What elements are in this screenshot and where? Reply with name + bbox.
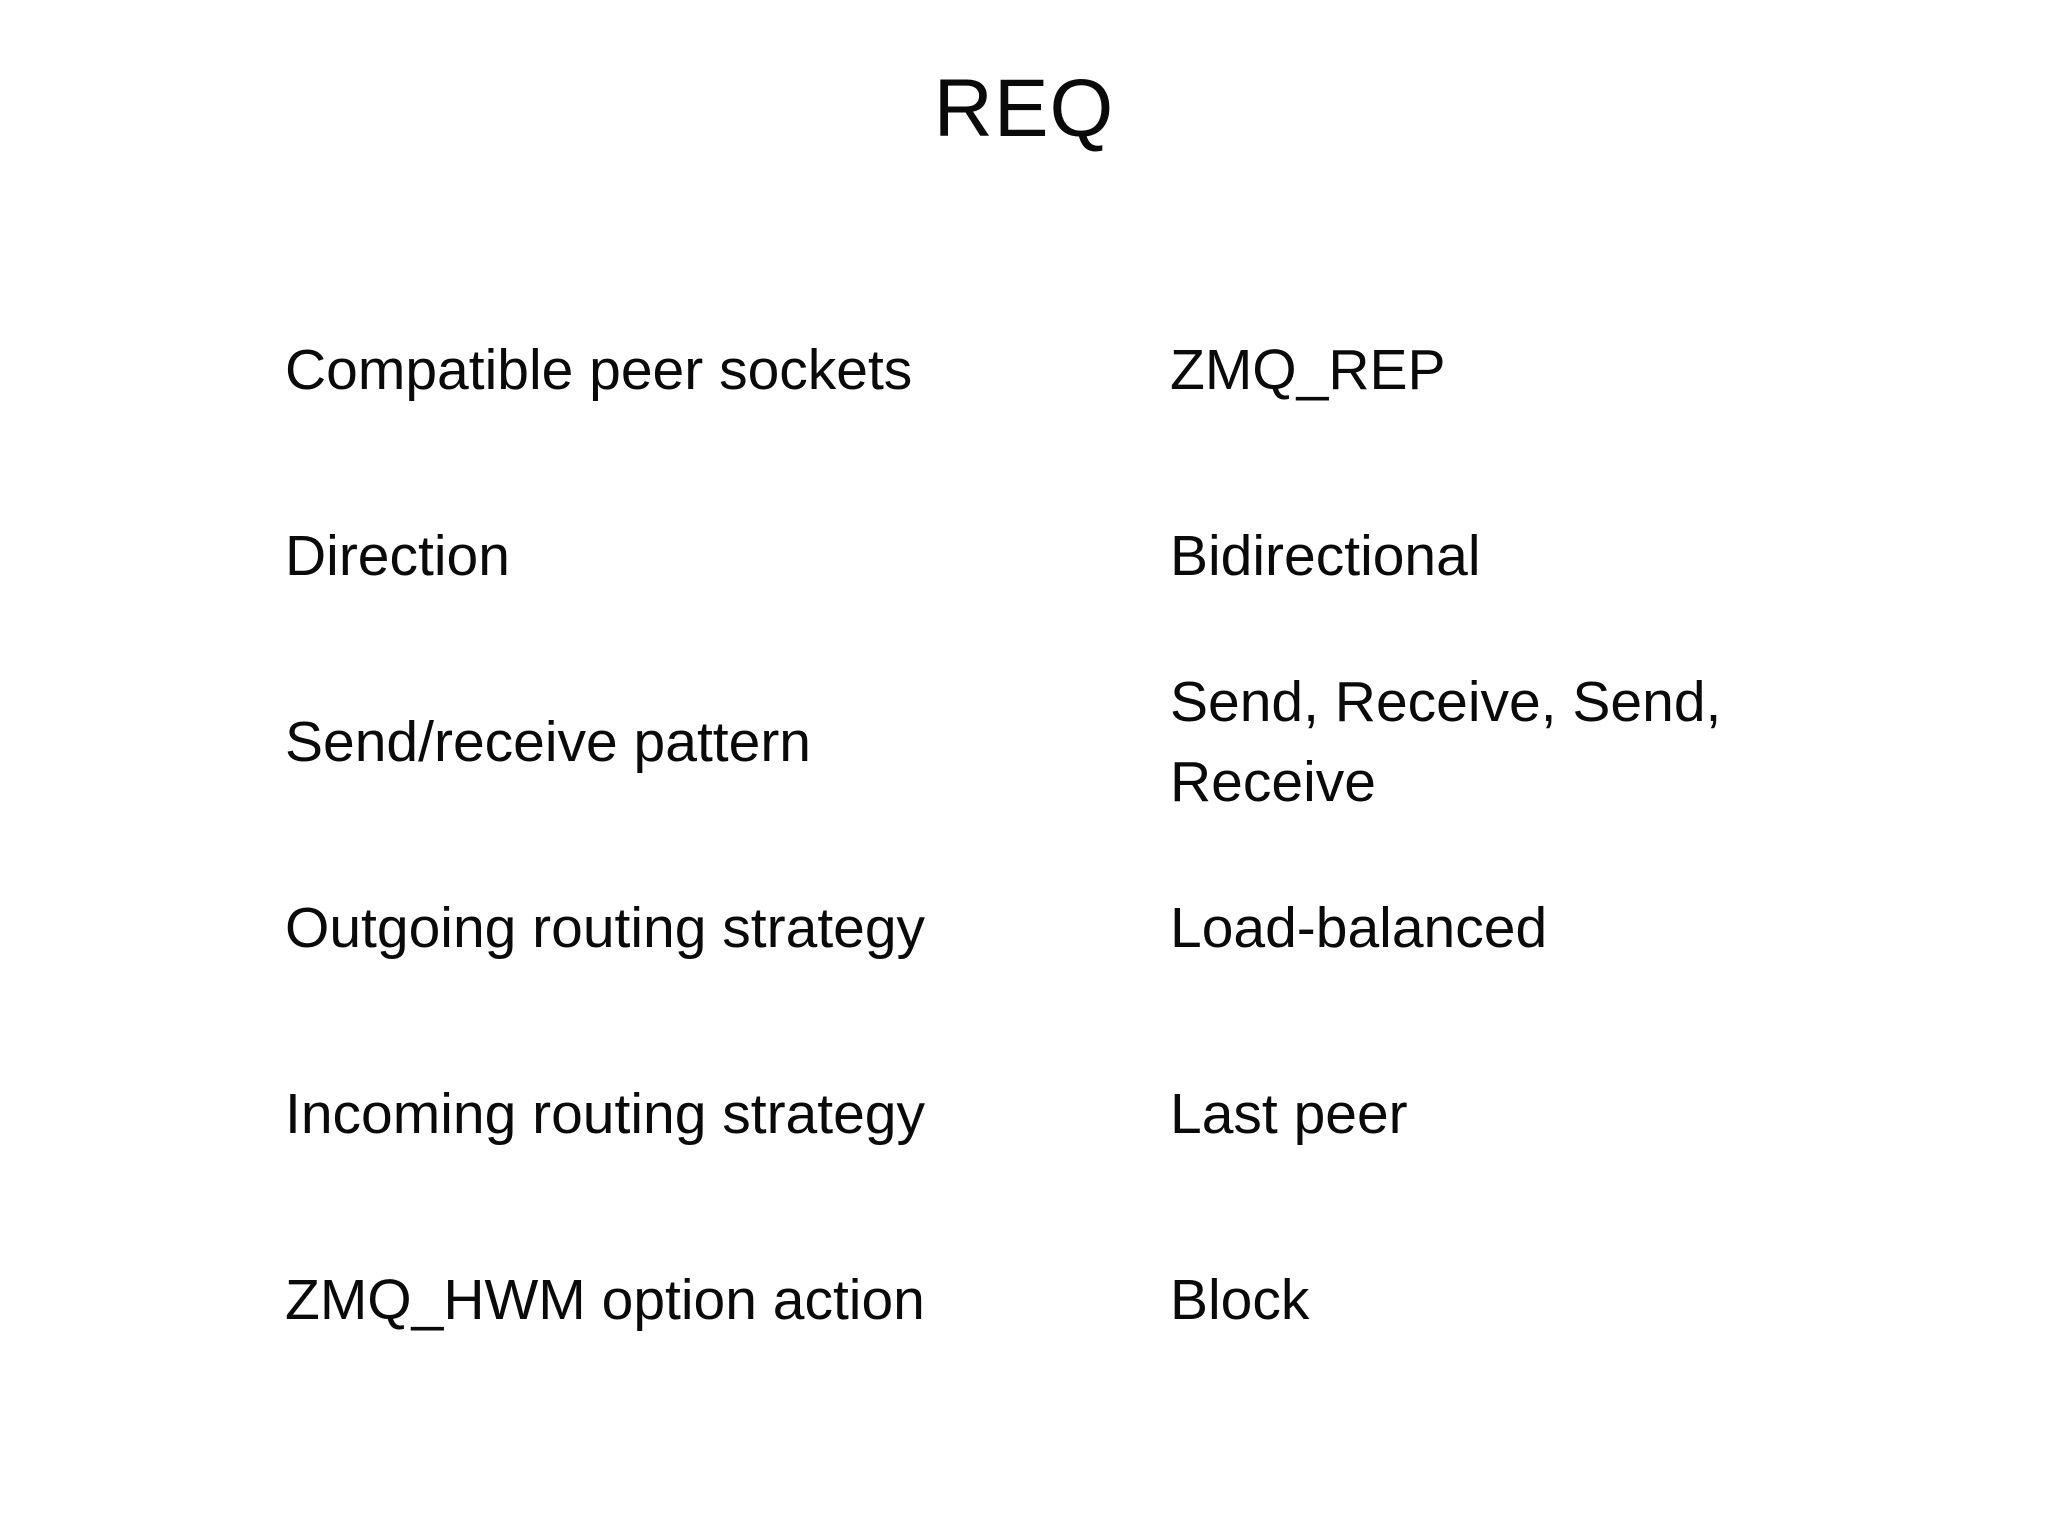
- row-value: Bidirectional: [1170, 524, 1481, 589]
- slide-title: REQ: [933, 63, 1115, 154]
- table-row: ZMQ_HWM option action Block: [285, 1208, 1785, 1394]
- row-value: Load-balanced: [1170, 896, 1548, 961]
- row-label: Compatible peer sockets: [285, 338, 913, 403]
- table-row: Outgoing routing strategy Load-balanced: [285, 836, 1785, 1022]
- row-label: ZMQ_HWM option action: [285, 1268, 925, 1333]
- row-label: Outgoing routing strategy: [285, 896, 926, 961]
- table-row: Send/receive pattern Send, Receive, Send…: [285, 650, 1785, 836]
- socket-properties-table: Compatible peer sockets ZMQ_REP Directio…: [285, 278, 1785, 1394]
- row-value: Send, Receive, Send, Receive: [1170, 670, 1722, 814]
- table-row: Compatible peer sockets ZMQ_REP: [285, 278, 1785, 464]
- table-row: Direction Bidirectional: [285, 464, 1785, 650]
- row-value: Last peer: [1170, 1082, 1408, 1147]
- row-label: Incoming routing strategy: [285, 1082, 925, 1147]
- row-label: Send/receive pattern: [285, 710, 811, 775]
- row-label: Direction: [285, 524, 510, 589]
- row-value: Block: [1170, 1268, 1310, 1333]
- row-value: ZMQ_REP: [1170, 338, 1446, 403]
- table-row: Incoming routing strategy Last peer: [285, 1022, 1785, 1208]
